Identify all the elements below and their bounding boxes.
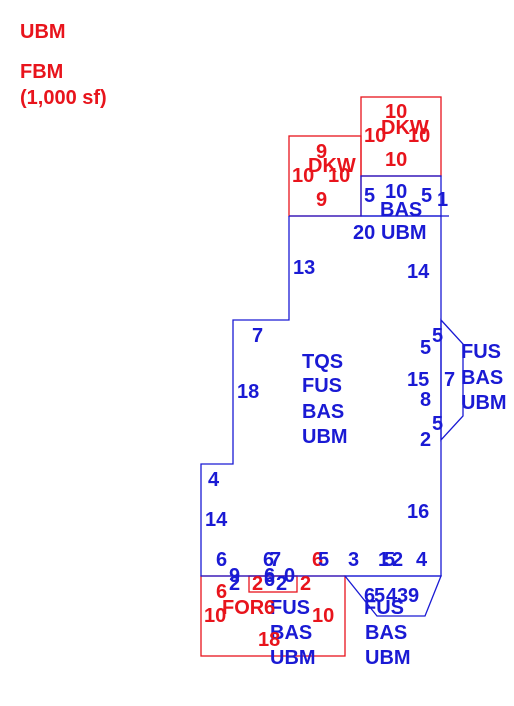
dim-bot-2: 2 [392, 549, 403, 571]
dim-for-10-right: 10 [312, 605, 334, 627]
dim-for-2b: 2 [300, 573, 311, 595]
dim-right-8: 8 [420, 389, 431, 411]
area-top-bay-l1: BAS [380, 199, 422, 221]
dim-right-15: 15 [407, 369, 429, 391]
area-porch-code: FOR [222, 597, 265, 619]
dim-bot-4: 4 [416, 549, 428, 571]
legend-ubm: UBM [20, 21, 66, 43]
dim-box-5b: 5 [421, 185, 432, 207]
dim-for-10-left: 10 [204, 605, 226, 627]
dim-for-2a: 2 [252, 573, 263, 595]
bottom-bay-outline [343, 575, 442, 617]
dim-dkw-r-right: 10 [408, 125, 430, 147]
dim-bot-9b: 9 [408, 585, 419, 607]
dim-bot-2b: 2 [229, 573, 240, 595]
area-bottom-right-l3: UBM [365, 647, 411, 669]
dim-main-13: 13 [293, 257, 315, 279]
dim-bot-6b: 6 [263, 549, 274, 571]
dim-main-7: 7 [252, 325, 263, 347]
area-main-l2: FUS [302, 375, 342, 397]
top-bay-outline [360, 175, 442, 217]
dim-right-5b: 5 [432, 413, 443, 435]
area-main-l1: TQS [302, 351, 343, 373]
dim-main-20: 20 [353, 222, 375, 244]
dim-dkw-l-right: 10 [328, 165, 350, 187]
dim-right-7: 7 [444, 369, 455, 391]
area-bottom-right-l1: FUS [364, 597, 404, 619]
dim-bot-7: 7 [270, 549, 281, 571]
dim-dkw-l-left: 10 [292, 165, 314, 187]
dim-box-1: 1 [437, 189, 448, 211]
area-main-l3: BAS [302, 401, 344, 423]
legend-area-unit: (1,000 sf) [20, 87, 107, 109]
dim-bot-6: 6 [216, 549, 227, 571]
dim-bot-5b: 5 [384, 549, 395, 571]
legend-fbm: FBM [20, 61, 63, 83]
dim-dkw-r-bottom: 10 [385, 149, 407, 171]
dim-bot-0: 0 [284, 565, 295, 587]
dim-right-5c: 5 [432, 325, 443, 347]
dim-right-5a: 5 [420, 337, 431, 359]
dim-bot-4b: 4 [386, 585, 398, 607]
dim-right-2: 2 [420, 429, 431, 451]
dim-bot-9: 9 [229, 565, 240, 587]
area-bottom-left-l1: FUS [270, 597, 310, 619]
area-bottom-left-l2: BAS [270, 622, 312, 644]
dim-main-16: 16 [407, 501, 429, 523]
dim-main-14b: 14 [205, 509, 228, 531]
area-deck-right-code: DKW [381, 117, 429, 139]
area-deck-left-code: DKW [308, 155, 356, 177]
area-right-bay-l2: BAS [461, 367, 503, 389]
area-right-bay-l1: FUS [461, 341, 501, 363]
dim-bot-3b: 3 [397, 585, 408, 607]
dim-bot-6d: 6 [264, 569, 275, 591]
dim-box-10-blue: 10 [385, 181, 407, 203]
dim-bot-3: 3 [348, 549, 359, 571]
area-main-l4: UBM [302, 426, 348, 448]
dim-for-6-top: 6 [312, 549, 323, 571]
dim-dkw-l-bottom: 9 [316, 189, 327, 211]
right-bay-outline [440, 318, 464, 442]
dim-bot-6e: 6 [364, 585, 375, 607]
dim-dkw-r-left: 10 [364, 125, 386, 147]
dim-bot-2c: 2 [276, 573, 287, 595]
dim-for-6-mid: 6 [264, 597, 275, 619]
dim-bot-5c: 5 [374, 585, 385, 607]
area-top-bay-l2: UBM [381, 222, 427, 244]
dim-dkw-l-top: 9 [316, 141, 327, 163]
dim-main-18: 18 [237, 381, 259, 403]
dim-main-4: 4 [208, 469, 220, 491]
dim-dkw-r-top: 10 [385, 101, 407, 123]
dim-bot-5: 5 [318, 549, 329, 571]
dim-bot-1: 1 [378, 549, 389, 571]
area-bottom-left-l3: UBM [270, 647, 316, 669]
area-bottom-right-l2: BAS [365, 622, 407, 644]
dim-for-18: 18 [258, 629, 280, 651]
dim-main-14: 14 [407, 261, 430, 283]
dim-for-6-left: 6 [216, 581, 227, 603]
area-right-bay-l3: UBM [461, 392, 507, 414]
dim-bot-6c: 6 [264, 565, 275, 587]
dim-box-5a: 5 [364, 185, 375, 207]
